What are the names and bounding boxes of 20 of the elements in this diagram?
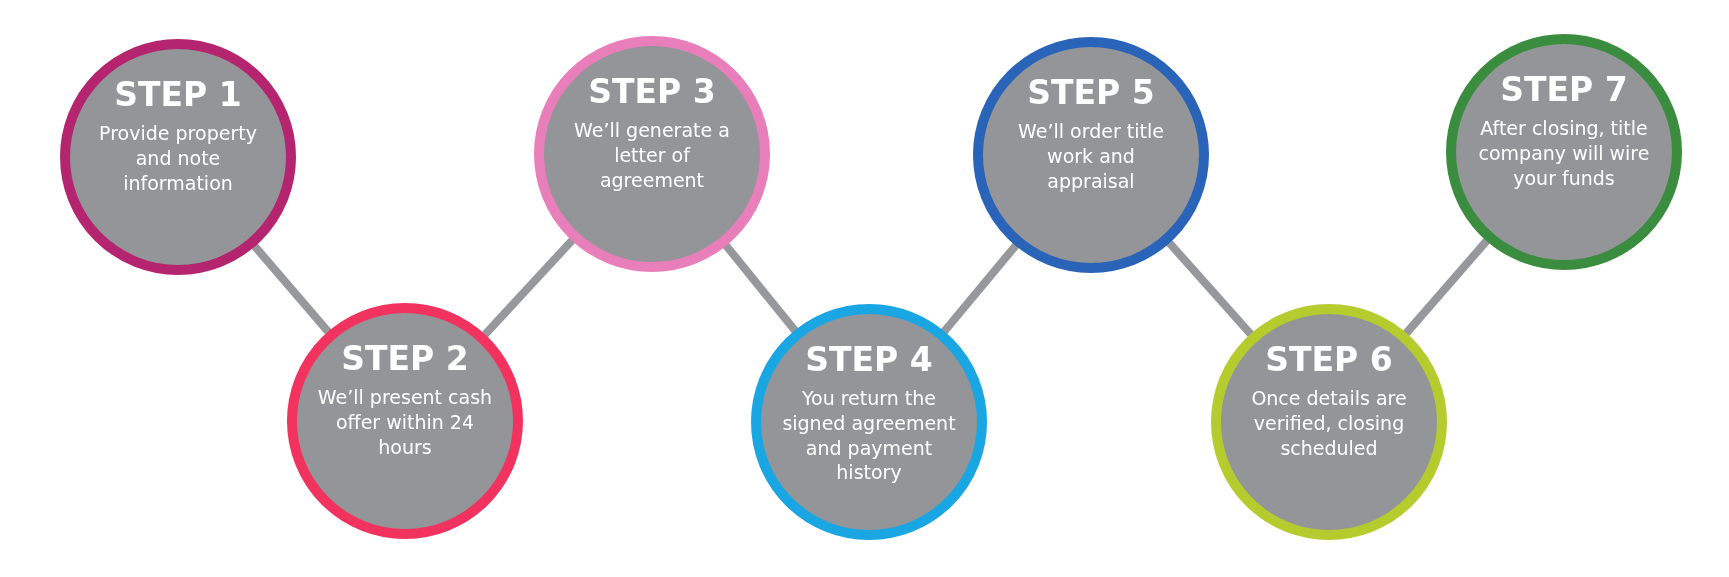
connector-line <box>1165 238 1255 339</box>
step-title: STEP 5 <box>1027 75 1155 112</box>
connector-line <box>480 236 577 339</box>
connector-line <box>940 241 1020 336</box>
step-title: STEP 6 <box>1265 342 1393 379</box>
connector-line <box>1402 236 1491 338</box>
step-description: You return the signed agreement and payment history <box>781 386 957 486</box>
step-description: We’ll present cash offer within 24 hours <box>316 385 494 460</box>
step-title: STEP 4 <box>805 342 933 379</box>
step-description: We’ll generate a letter of agreement <box>573 118 731 193</box>
step-title: STEP 1 <box>114 77 242 114</box>
step-description: Once details are verified, closing scheduled <box>1250 386 1408 461</box>
step-title: STEP 2 <box>341 341 469 378</box>
step-description: We’ll order title work and appraisal <box>1017 119 1165 194</box>
step-description: Provide property and note information <box>98 121 258 196</box>
connector-line <box>250 242 333 336</box>
step-description: After closing, title company will wire your funds <box>1477 116 1651 191</box>
step-title: STEP 7 <box>1500 72 1628 109</box>
step-title: STEP 3 <box>588 74 716 111</box>
connector-line <box>721 241 800 335</box>
